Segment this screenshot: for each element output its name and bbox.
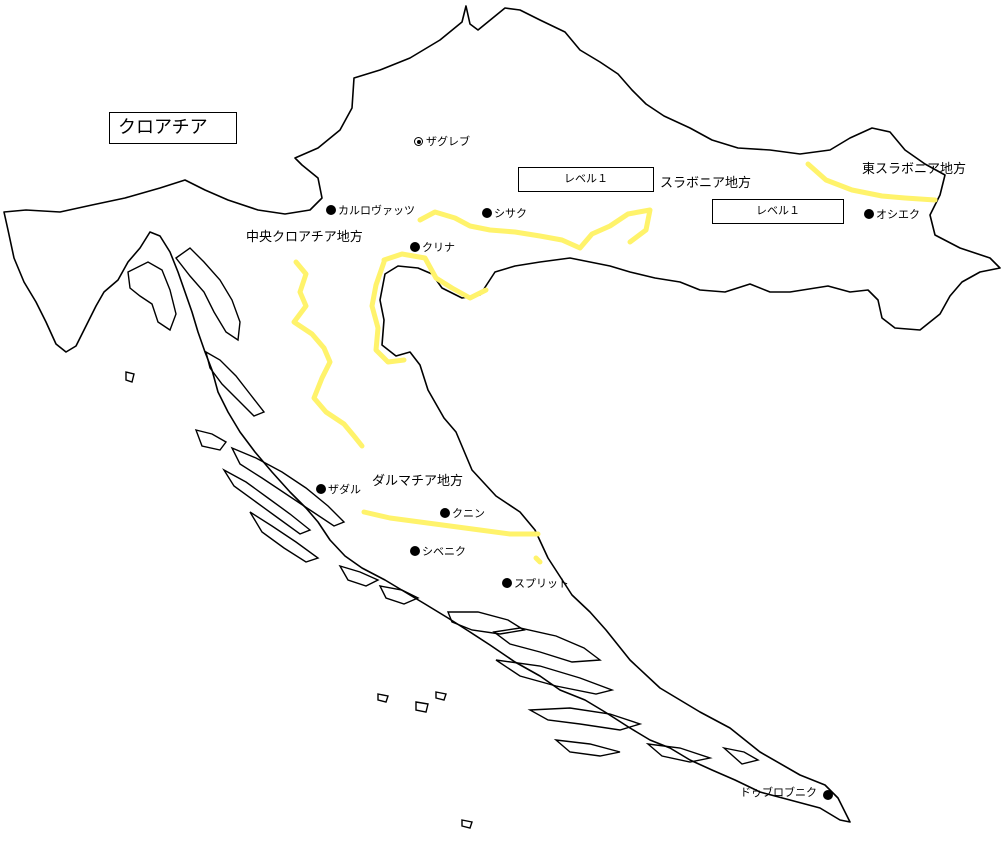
city-label-split: スプリット (514, 577, 569, 590)
region-boundaries (291, 161, 938, 565)
island-small-3 (125, 371, 135, 383)
city-dot-icon (410, 242, 420, 252)
city-label-sisak: シサク (494, 207, 527, 220)
boundary-dalmatia-dot (533, 555, 543, 565)
city-label-kulina: クリナ (422, 241, 455, 254)
island-pag (204, 350, 266, 417)
boundary-east-slavonia (805, 161, 938, 203)
capital-icon (414, 137, 423, 146)
boundary-dalmatia-south (361, 509, 541, 537)
island-hvar (492, 627, 602, 663)
city-dot-icon (326, 205, 336, 215)
city-label-sibenik: シベニク (422, 545, 466, 558)
level-box-slavonia: レベル１ (518, 167, 654, 192)
island-rab (194, 428, 228, 451)
island-korcula (495, 659, 615, 695)
boundary-west (291, 259, 365, 449)
island-pasman (221, 468, 312, 535)
city-dot-icon (440, 508, 450, 518)
country-outline (3, 5, 1001, 823)
boundary-central-slavonia (417, 207, 653, 251)
city-dot-icon (864, 209, 874, 219)
island-lastovo (553, 739, 621, 757)
island-elafiti (645, 743, 713, 763)
boundary-river-segment (381, 251, 489, 301)
island-dugi-otok (230, 446, 346, 527)
city-label-zadar: ザダル (328, 483, 361, 496)
island-small-1 (435, 691, 447, 701)
island-zirje (338, 564, 380, 587)
map-title: クロアチア (109, 112, 237, 144)
boundary-central-dalmatia (369, 259, 407, 365)
city-dot-icon (316, 484, 326, 494)
city-dot-icon (410, 546, 420, 556)
city-dot-icon (502, 578, 512, 588)
island-drvenik (378, 585, 420, 605)
island-bisevo (415, 701, 429, 713)
island-brac (446, 611, 526, 635)
island-krk (127, 261, 177, 332)
region-label-central: 中央クロアチア地方 (246, 230, 363, 245)
level-box-east-slavonia: レベル１ (712, 199, 844, 224)
city-label-osijek: オシエク (876, 208, 920, 221)
region-label-slavonia: スラボニア地方 (660, 176, 752, 191)
region-label-dalmatia: ダルマチア地方 (372, 474, 464, 489)
island-kornati (249, 511, 320, 563)
region-label-east-slavonia: 東スラボニア地方 (862, 162, 967, 177)
islands (125, 247, 760, 829)
city-label-dubrovnik: ドゥブロブニク (740, 786, 817, 799)
city-label-zagreb: ザグレブ (426, 135, 470, 148)
island-lokrum (721, 746, 760, 765)
city-label-karlovac: カルロヴァッツ (338, 204, 415, 217)
city-dot-icon (823, 790, 833, 800)
island-mljet (527, 707, 643, 731)
city-dot-icon (482, 208, 492, 218)
island-small-2 (461, 819, 473, 829)
island-vis (377, 693, 389, 703)
city-label-knin: クニン (452, 507, 485, 520)
island-cres (174, 247, 241, 342)
